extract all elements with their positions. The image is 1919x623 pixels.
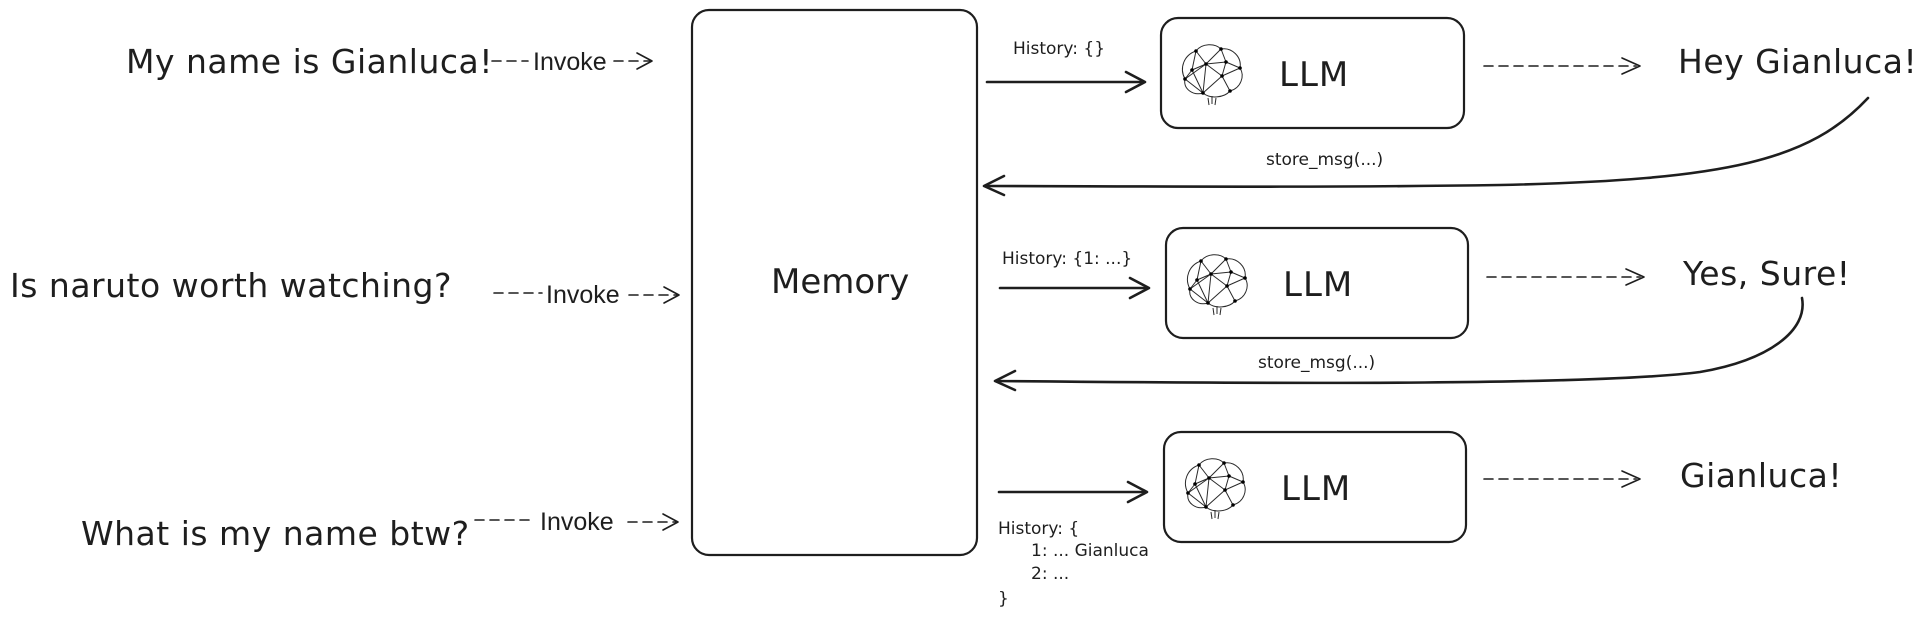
- llm-output-arrow-2-head: [1625, 268, 1645, 286]
- invoke-arrow-1-head: [636, 52, 653, 70]
- llm-output-1: Hey Gianluca!: [1678, 42, 1917, 81]
- llm-box-1: [1159, 16, 1466, 130]
- llm-box-2: [1164, 226, 1470, 340]
- llm-output-arrow-3-head: [1621, 470, 1641, 488]
- llm-label-3: LLM: [1281, 469, 1351, 509]
- memory-to-llm-arrow-2-head: [1128, 276, 1151, 300]
- store-msg-arrow-1-head: [982, 174, 1006, 197]
- invoke-label-3: Invoke: [540, 508, 614, 536]
- neural-brain-icon: [1184, 458, 1246, 520]
- llm-box-3: [1162, 430, 1468, 544]
- llm-output-3: Gianluca!: [1680, 456, 1842, 495]
- llm-output-2: Yes, Sure!: [1682, 254, 1851, 293]
- history-label-1: History: {}: [1013, 39, 1105, 59]
- input-message-2: Is naruto worth watching?: [10, 266, 452, 305]
- neural-brain-icon: [1186, 254, 1248, 316]
- llm-label-2: LLM: [1283, 265, 1353, 305]
- history-block-line-4: }: [998, 589, 1009, 609]
- store-msg-arrow-2-head: [993, 369, 1017, 392]
- history-block-line-1: History: {: [998, 519, 1079, 539]
- invoke-arrow-3-head: [662, 513, 679, 531]
- neural-brain-icon: [1181, 44, 1243, 106]
- memory-box: [690, 8, 979, 557]
- store-msg-arrow-1: [984, 96, 1870, 188]
- store-msg-arrow-2: [994, 296, 1804, 385]
- input-message-3: What is my name btw?: [81, 514, 470, 553]
- memory-label: Memory: [771, 262, 909, 302]
- memory-to-llm-arrow-3-head: [1126, 480, 1149, 504]
- store-msg-label-1: store_msg(...): [1266, 150, 1383, 170]
- input-message-1: My name is Gianluca!: [126, 42, 493, 81]
- invoke-label-2: Invoke: [546, 281, 620, 309]
- history-block-line-2: 1: ... Gianluca: [1031, 541, 1149, 561]
- history-block-line-3: 2: ...: [1031, 564, 1069, 584]
- llm-output-arrow-1-head: [1621, 57, 1641, 75]
- invoke-label-1: Invoke: [533, 48, 607, 76]
- history-label-2: History: {1: ...}: [1002, 249, 1132, 269]
- invoke-arrow-2-head: [663, 286, 680, 304]
- store-msg-label-2: store_msg(...): [1258, 353, 1375, 373]
- memory-to-llm-arrow-1-head: [1124, 70, 1147, 94]
- llm-label-1: LLM: [1279, 55, 1349, 95]
